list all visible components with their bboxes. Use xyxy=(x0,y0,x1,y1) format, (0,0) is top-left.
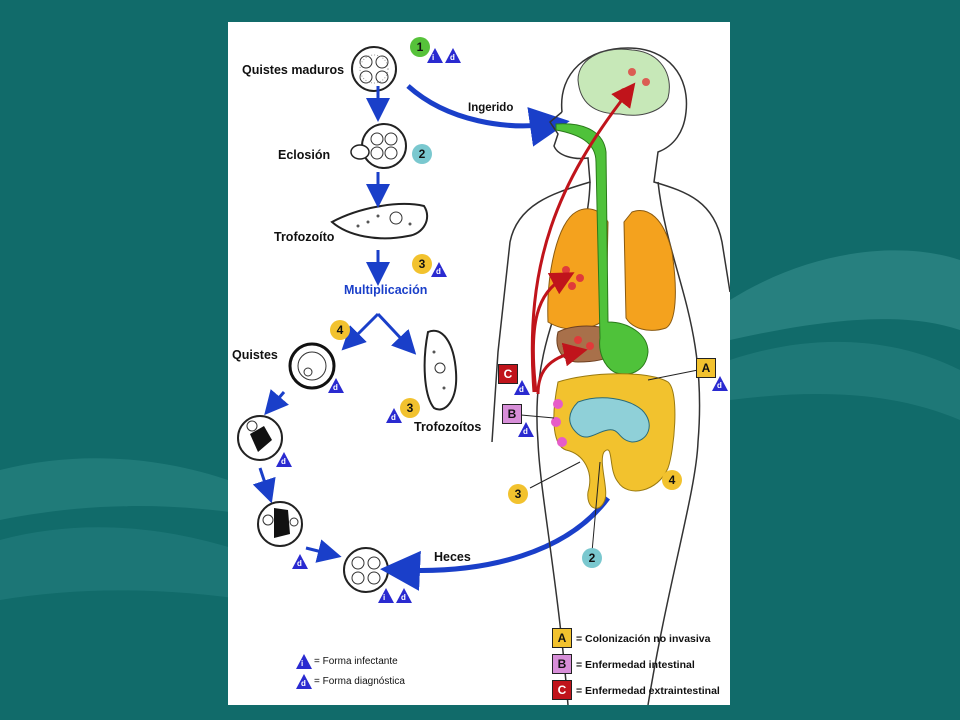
large-intestine xyxy=(553,373,676,509)
mature-cyst-image xyxy=(351,46,397,92)
infective-triangle-icon: i xyxy=(378,588,394,603)
label-cysts: Quistes xyxy=(232,348,278,362)
legend-diagnostic-label: = Forma diagnóstica xyxy=(314,676,405,687)
diagnostic-triangle-icon: d xyxy=(431,262,447,277)
stage-badge-2: 2 xyxy=(412,144,432,164)
stage-badge-3b: 3 xyxy=(400,398,420,418)
body-badge-4: 4 xyxy=(662,470,682,490)
diagnostic-triangle-icon: d xyxy=(712,376,728,391)
diagnostic-triangle-icon: d xyxy=(386,408,402,423)
right-lung xyxy=(623,210,676,331)
stage-badge-4: 4 xyxy=(330,320,350,340)
label-trophozoites: Trofozoítos xyxy=(414,420,482,434)
brain xyxy=(577,48,670,116)
legend-c-box: C xyxy=(552,680,572,700)
small-intestine xyxy=(569,397,650,443)
stage-badge-3: 3 xyxy=(412,254,432,274)
legend-infective-label: = Forma infectante xyxy=(314,656,398,667)
legend-c-label: = Enfermedad extraintestinal xyxy=(576,685,720,697)
label-mature-cysts: Quistes maduros xyxy=(242,63,345,77)
legend-infective-icon: i xyxy=(296,654,312,669)
infective-triangle-icon: i xyxy=(427,48,443,63)
marker-b: B xyxy=(502,404,522,424)
body-badge-3: 3 xyxy=(508,484,528,504)
marker-a: A xyxy=(696,358,716,378)
esophagus-stomach xyxy=(555,123,649,375)
diagnostic-triangle-icon: d xyxy=(445,48,461,63)
label-trophozoite: Trofozoíto xyxy=(274,230,335,244)
immature-cyst-image xyxy=(288,342,336,390)
body-badge-2: 2 xyxy=(582,548,602,568)
label-feces: Heces xyxy=(434,550,471,564)
stage-badge-1: 1 xyxy=(410,37,430,57)
trophozoites-image xyxy=(423,329,458,411)
legend-a-label: = Colonización no invasiva xyxy=(576,633,711,645)
diagnostic-triangle-icon: d xyxy=(396,588,412,603)
label-multiplication: Multiplicación xyxy=(344,283,428,297)
marker-c: C xyxy=(498,364,518,384)
label-ingested: Ingerido xyxy=(468,102,514,114)
label-excystation: Eclosión xyxy=(278,148,331,162)
legend-b-box: B xyxy=(552,654,572,674)
diagnostic-triangle-icon: d xyxy=(276,452,292,467)
excystation-image xyxy=(350,123,407,169)
diagnostic-triangle-icon: d xyxy=(518,422,534,437)
fecal-mature-cyst-image xyxy=(343,547,389,593)
life-cycle-panel: Quistes maduros Eclosión Trofozoíto Mult… xyxy=(228,22,730,705)
diagnostic-triangle-icon: d xyxy=(514,380,530,395)
cyst-stage-binucleate-image xyxy=(237,415,283,461)
legend-b-label: = Enfermedad intestinal xyxy=(576,659,695,671)
diagnostic-triangle-icon: d xyxy=(292,554,308,569)
legend-diagnostic-icon: d xyxy=(296,674,312,689)
diagram-artwork xyxy=(237,46,730,705)
legend-a-box: A xyxy=(552,628,572,648)
trophozoite-image xyxy=(330,203,429,240)
cyst-stage-quadrinucleate-image xyxy=(257,501,303,547)
diagnostic-triangle-icon: d xyxy=(328,378,344,393)
